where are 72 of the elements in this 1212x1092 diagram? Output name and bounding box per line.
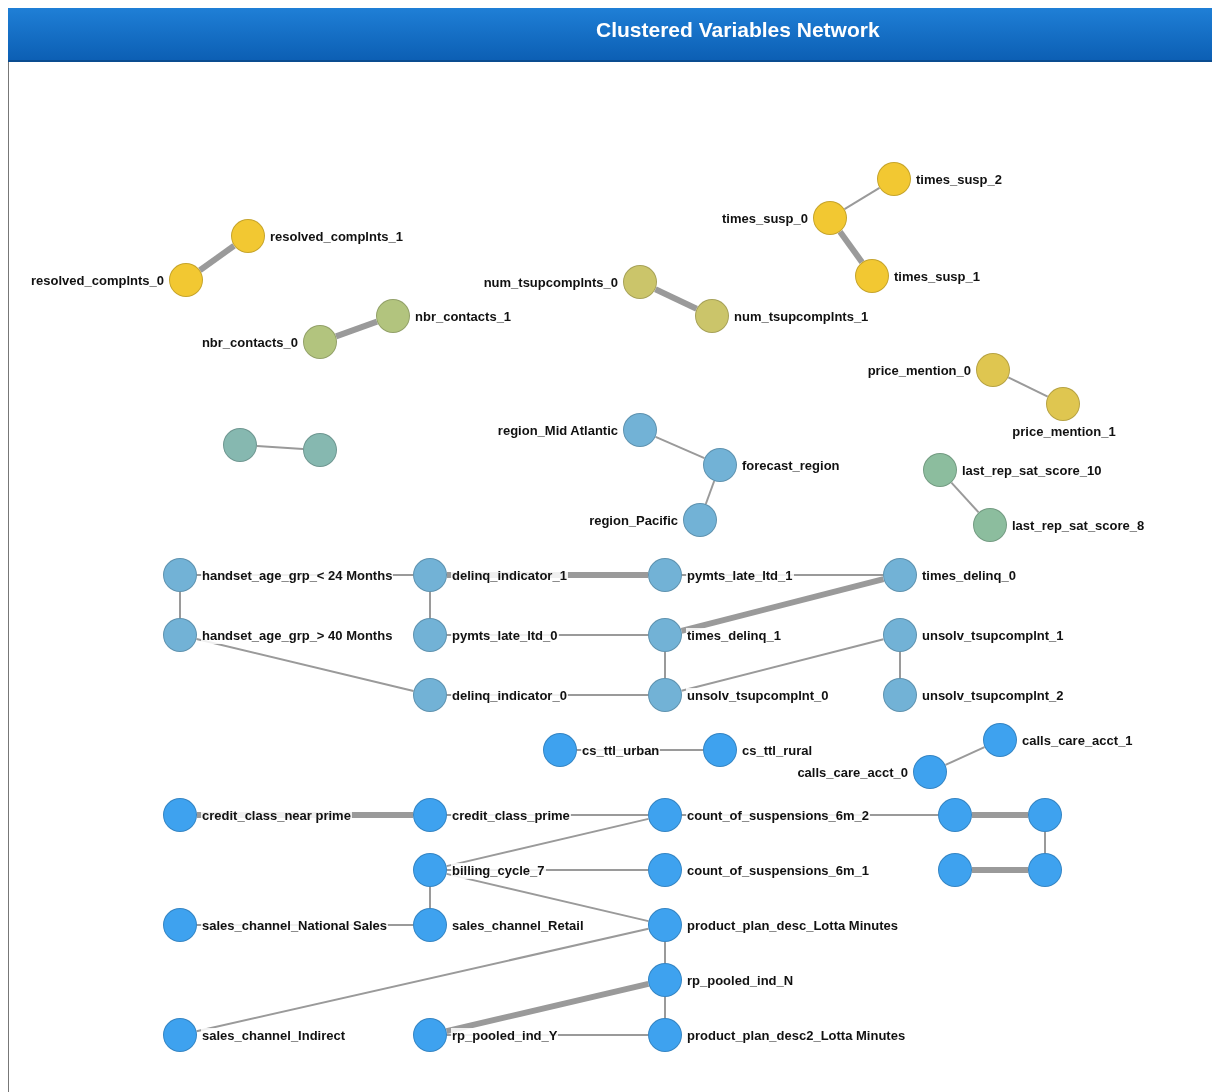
node-label: count_of_suspensions_6m_1 (686, 863, 871, 879)
node-label: nbr_contacts_0 (200, 335, 299, 351)
node-label: price_mention_0 (866, 363, 972, 379)
node-label: nbr_contacts_1 (414, 309, 513, 325)
node-label: last_rep_sat_score_10 (961, 463, 1103, 479)
node-label: billing_cycle_7 (451, 863, 546, 879)
node-label: times_susp_2 (915, 172, 1003, 188)
node-label: cs_ttl_rural (741, 743, 814, 759)
node-label: pymts_late_ltd_0 (451, 628, 559, 644)
node-label: last_rep_sat_score_8 (1011, 518, 1146, 534)
node-label: region_Pacific (588, 513, 679, 529)
node-label: unsolv_tsupcomplnt_1 (921, 628, 1065, 644)
edge-line (664, 941, 666, 964)
node-label: resolved_complnts_0 (30, 273, 165, 289)
edge-line (256, 445, 304, 450)
node-label: times_delinq_1 (686, 628, 782, 644)
node-label: rp_pooled_ind_Y (451, 1028, 559, 1044)
node-label: forecast_region (741, 458, 841, 474)
node-label: times_delinq_0 (921, 568, 1017, 584)
node-label: product_plan_desc_Lotta Minutes (686, 918, 899, 934)
node-label: rp_pooled_ind_N (686, 973, 795, 989)
edge-line (335, 318, 378, 340)
edge-line (445, 817, 650, 868)
edge-line (972, 812, 1028, 818)
edge-line (654, 435, 706, 460)
edge-line (664, 996, 666, 1019)
node-label: region_Mid Atlantic (496, 423, 619, 439)
node-label: unsolv_tsupcomplnt_2 (921, 688, 1065, 704)
edge-line (1044, 831, 1046, 854)
node-label: sales_channel_Retail (451, 918, 585, 934)
node-label: count_of_suspensions_6m_2 (686, 808, 871, 824)
node-label: calls_care_acct_0 (796, 765, 909, 781)
node-label: cs_ttl_urban (581, 743, 661, 759)
edge-line (972, 867, 1028, 873)
node-label: handset_age_grp_< 24 Months (201, 568, 394, 584)
edge-line (654, 286, 698, 312)
node-label: calls_care_acct_1 (1021, 733, 1134, 749)
node-label: sales_channel_National Sales (201, 918, 388, 934)
edge-line (843, 186, 881, 211)
edge-line (198, 243, 236, 273)
node-label: times_susp_1 (893, 269, 981, 285)
node-label: delinq_indicator_1 (451, 568, 568, 584)
node-label: handset_age_grp_> 40 Months (201, 628, 394, 644)
edge-line (950, 481, 980, 514)
node-label: price_mention_1 (1011, 424, 1117, 440)
edge-line (899, 651, 901, 679)
edge-line (445, 980, 650, 1035)
node-label: num_tsupcomplnts_0 (482, 275, 619, 291)
node-label: unsolv_tsupcomplnt_0 (686, 688, 830, 704)
node-label: sales_channel_Indirect (201, 1028, 347, 1044)
edge-line (944, 746, 986, 766)
edge-line (664, 651, 666, 679)
edge-line (429, 591, 431, 619)
edge-line (429, 886, 431, 909)
node-label: delinq_indicator_0 (451, 688, 568, 704)
edge-line (445, 872, 650, 923)
title: Clustered Variables Network (596, 18, 880, 42)
node-label: credit_class_prime (451, 808, 571, 824)
node-label: pymts_late_ltd_1 (686, 568, 794, 584)
node-label: product_plan_desc2_Lotta Minutes (686, 1028, 907, 1044)
edge-line (179, 591, 181, 619)
edge-line (680, 576, 885, 634)
edge-line (680, 638, 885, 692)
node-label: num_tsupcomplnts_1 (733, 309, 870, 325)
edge-line (195, 638, 415, 692)
edge-line (837, 230, 865, 264)
edge-line (704, 480, 716, 505)
edge-line (1007, 376, 1049, 398)
node-label: times_susp_0 (721, 211, 809, 227)
node-label: credit_class_near prime (201, 808, 352, 824)
node-label: resolved_complnts_1 (269, 229, 404, 245)
edge-line (195, 927, 650, 1033)
